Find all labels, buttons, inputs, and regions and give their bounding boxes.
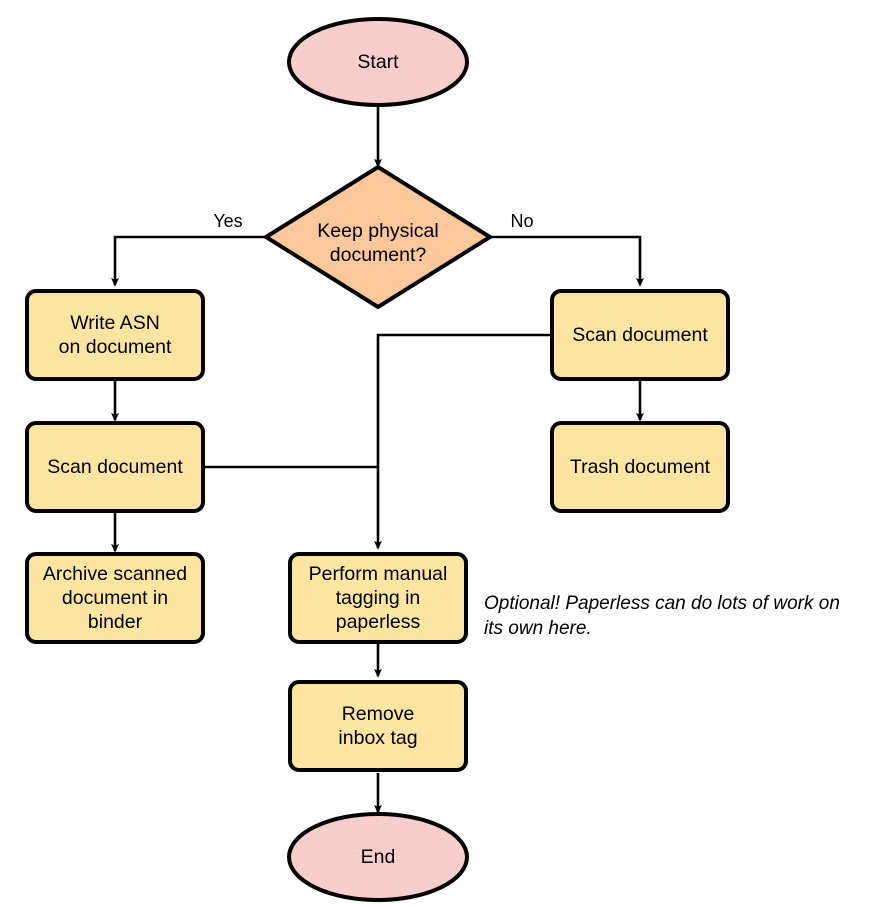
connector-layer (111, 104, 644, 814)
start-label: Start (357, 51, 399, 73)
end-label: End (361, 846, 396, 868)
write-asn-label-line2: on document (59, 336, 172, 358)
edge-label-no: No (510, 211, 533, 231)
decision-shape (262, 164, 494, 310)
edge-decision-yes-to-write-asn (111, 235, 266, 287)
end-shape (287, 812, 469, 902)
trash-label: Trash document (570, 456, 711, 478)
note-line1: Optional! Paperless can do lots of work … (484, 593, 840, 614)
tagging-label-line2: tagging in (336, 587, 421, 609)
edge-label-yes: Yes (213, 211, 242, 231)
edge-decision-no-to-scan-right (490, 235, 644, 287)
scan-left-label: Scan document (47, 456, 183, 478)
node-end[interactable]: End (287, 812, 469, 902)
archive-label-line3: binder (88, 611, 143, 633)
node-keep-physical-document-decision[interactable]: Keep physical document? (262, 164, 494, 310)
tagging-label-line3: paperless (336, 611, 421, 633)
archive-shape (25, 552, 205, 644)
node-write-asn-on-document[interactable]: Write ASN on document (25, 289, 205, 381)
start-shape (287, 17, 469, 107)
node-archive-scanned-document[interactable]: Archive scanned document in binder (25, 552, 205, 644)
archive-label-line2: document in (62, 587, 168, 609)
trash-shape (550, 421, 730, 513)
archive-label-line1: Archive scanned (43, 563, 187, 585)
write-asn-shape (25, 289, 205, 381)
edge-scan-right-to-tagging (374, 333, 552, 550)
scan-right-shape (550, 289, 730, 381)
node-start[interactable]: Start (287, 17, 469, 107)
node-scan-document-right[interactable]: Scan document (550, 289, 730, 381)
decision-label-line1: Keep physical (317, 220, 438, 242)
node-scan-document-left[interactable]: Scan document (25, 421, 205, 513)
scan-right-label: Scan document (572, 324, 708, 346)
remove-inbox-shape (288, 680, 468, 772)
node-remove-inbox-tag[interactable]: Remove inbox tag (288, 680, 468, 772)
scan-left-shape (25, 421, 205, 513)
node-trash-document[interactable]: Trash document (550, 421, 730, 513)
note-line2: its own here. (484, 618, 592, 639)
annotation-optional-note: Optional! Paperless can do lots of work … (484, 593, 840, 639)
write-asn-label-line1: Write ASN (70, 312, 160, 334)
remove-inbox-label-line2: inbox tag (338, 727, 417, 749)
tagging-label-line1: Perform manual (309, 563, 448, 585)
node-perform-manual-tagging[interactable]: Perform manual tagging in paperless (288, 552, 468, 644)
remove-inbox-label-line1: Remove (342, 703, 415, 725)
tagging-shape (288, 552, 468, 644)
decision-label-line2: document? (330, 244, 427, 266)
